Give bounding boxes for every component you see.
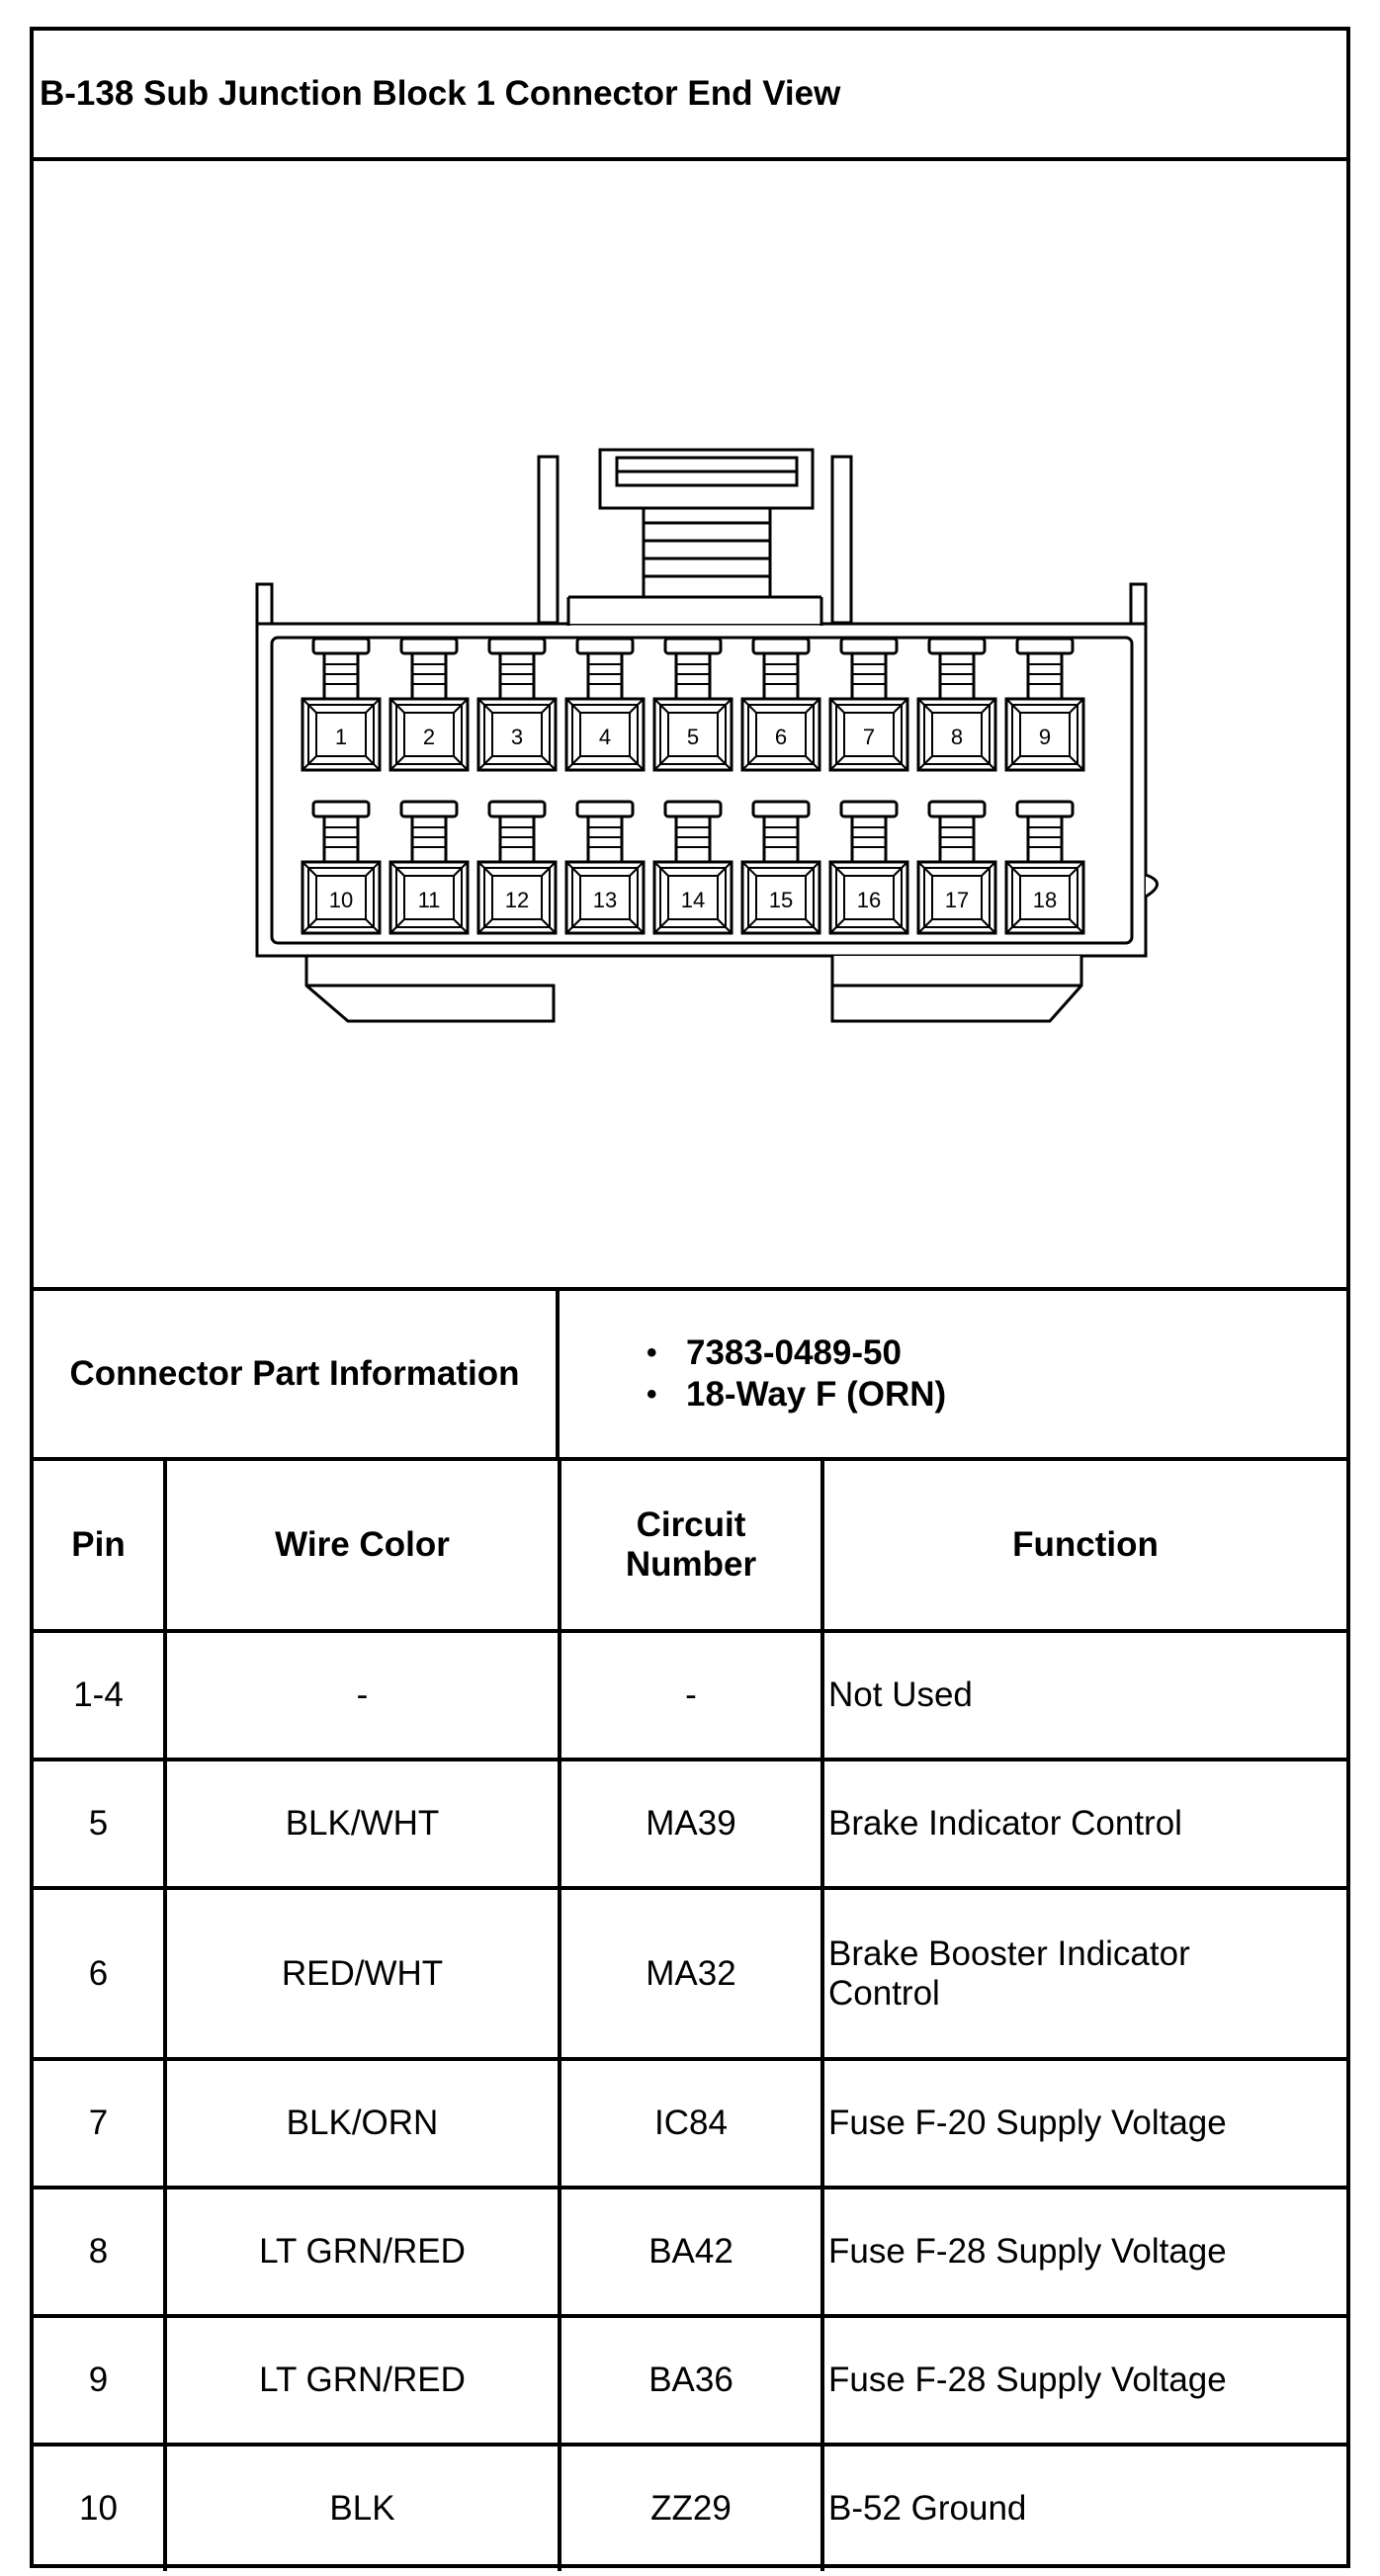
table-row: 10 BLK ZZ29 B-52 Ground: [34, 2443, 1346, 2571]
pin-number-label: 1: [335, 725, 347, 749]
cpi-item-description: •18-Way F (ORN): [647, 1375, 947, 1414]
table-row: 1-4 - - Not Used: [34, 1629, 1346, 1761]
pin-cavity-11: 11: [388, 800, 470, 935]
pin-number-label: 12: [505, 888, 529, 912]
cell-pin: 9: [34, 2314, 167, 2447]
pin-number-label: 14: [681, 888, 705, 912]
table-row: 7 BLK/ORN IC84 Fuse F-20 Supply Voltage: [34, 2057, 1346, 2190]
cell-wire-color: LT GRN/RED: [163, 2314, 561, 2447]
cell-function: Fuse F-28 Supply Voltage: [820, 2314, 1346, 2447]
pin-cavity-18: 18: [1004, 800, 1085, 935]
cell-wire-color: BLK/WHT: [163, 1758, 561, 1890]
pin-cavity-2: 2: [388, 637, 470, 772]
pin-number-label: 11: [418, 888, 441, 912]
cell-circuit: BA42: [558, 2186, 824, 2318]
header-pin: Pin: [34, 1461, 167, 1633]
connector-document: B-138 Sub Junction Block 1 Connector End…: [30, 27, 1350, 2571]
pin-cavity-14: 14: [652, 800, 733, 935]
cpi-item-part-number: •7383-0489-50: [647, 1333, 902, 1372]
cell-function: Fuse F-28 Supply Voltage: [820, 2186, 1346, 2318]
bullet-icon: •: [647, 1336, 657, 1369]
cell-pin: 6: [34, 1886, 167, 2061]
header-wire-color: Wire Color: [163, 1461, 561, 1633]
pin-cavity-3: 3: [476, 637, 558, 772]
cell-circuit: BA36: [558, 2314, 824, 2447]
pin-number-label: 10: [329, 888, 353, 912]
pin-number-label: 9: [1039, 725, 1051, 749]
pin-cavity-7: 7: [828, 637, 909, 772]
document-title: B-138 Sub Junction Block 1 Connector End…: [34, 31, 1346, 161]
cell-function: Fuse F-20 Supply Voltage: [820, 2057, 1346, 2190]
cell-pin: 7: [34, 2057, 167, 2190]
pin-number-label: 5: [687, 725, 699, 749]
cell-circuit: ZZ29: [558, 2443, 824, 2571]
cell-function: B-52 Ground: [820, 2443, 1346, 2571]
table-row: 8 LT GRN/RED BA42 Fuse F-28 Supply Volta…: [34, 2186, 1346, 2318]
pin-cavity-8: 8: [916, 637, 997, 772]
pin-number-label: 17: [945, 888, 969, 912]
pin-number-label: 8: [951, 725, 963, 749]
pin-number-label: 2: [423, 725, 435, 749]
pin-cavity-17: 17: [916, 800, 997, 935]
cell-wire-color: BLK: [163, 2443, 561, 2571]
cell-wire-color: RED/WHT: [163, 1886, 561, 2061]
pin-number-label: 16: [857, 888, 881, 912]
cell-pin: 10: [34, 2443, 167, 2571]
pin-number-label: 13: [593, 888, 617, 912]
cell-function: Brake Indicator Control: [820, 1758, 1346, 1890]
cell-pin: 1-4: [34, 1629, 167, 1761]
pin-cavity-6: 6: [740, 637, 821, 772]
pin-cavity-15: 15: [740, 800, 821, 935]
cell-wire-color: -: [163, 1629, 561, 1761]
cpi-label: Connector Part Information: [34, 1291, 560, 1457]
cell-pin: 5: [34, 1758, 167, 1890]
pin-row-bottom: 10 11 12 13 14 15 16 17 18: [301, 800, 1085, 935]
pin-cavity-13: 13: [564, 800, 646, 935]
header-function: Function: [820, 1461, 1346, 1633]
cell-pin: 8: [34, 2186, 167, 2318]
cell-circuit: -: [558, 1629, 824, 1761]
pin-row-top: 1 2 3 4 5 6 7 8 9: [301, 637, 1085, 772]
connector-part-information: Connector Part Information •7383-0489-50…: [34, 1291, 1346, 1461]
table-row: 9 LT GRN/RED BA36 Fuse F-28 Supply Volta…: [34, 2314, 1346, 2447]
pin-number-label: 6: [775, 725, 787, 749]
pin-number-label: 7: [863, 725, 875, 749]
cell-wire-color: LT GRN/RED: [163, 2186, 561, 2318]
pin-cavity-12: 12: [476, 800, 558, 935]
table-row: 5 BLK/WHT MA39 Brake Indicator Control: [34, 1758, 1346, 1890]
pin-cavity-16: 16: [828, 800, 909, 935]
pin-number-label: 15: [769, 888, 793, 912]
cell-circuit: MA39: [558, 1758, 824, 1890]
cell-function: Not Used: [820, 1629, 1346, 1761]
pin-cavity-9: 9: [1004, 637, 1085, 772]
pin-number-label: 18: [1033, 888, 1057, 912]
pin-cavity-1: 1: [301, 637, 382, 772]
pin-cavity-4: 4: [564, 637, 646, 772]
cpi-values: •7383-0489-50 •18-Way F (ORN): [560, 1291, 1346, 1457]
pin-cavity-5: 5: [652, 637, 733, 772]
bullet-icon: •: [647, 1378, 657, 1411]
pin-number-label: 3: [511, 725, 523, 749]
cell-wire-color: BLK/ORN: [163, 2057, 561, 2190]
pin-cavity-10: 10: [301, 800, 382, 935]
cell-circuit: MA32: [558, 1886, 824, 2061]
cell-circuit: IC84: [558, 2057, 824, 2190]
pin-number-label: 4: [599, 725, 611, 749]
